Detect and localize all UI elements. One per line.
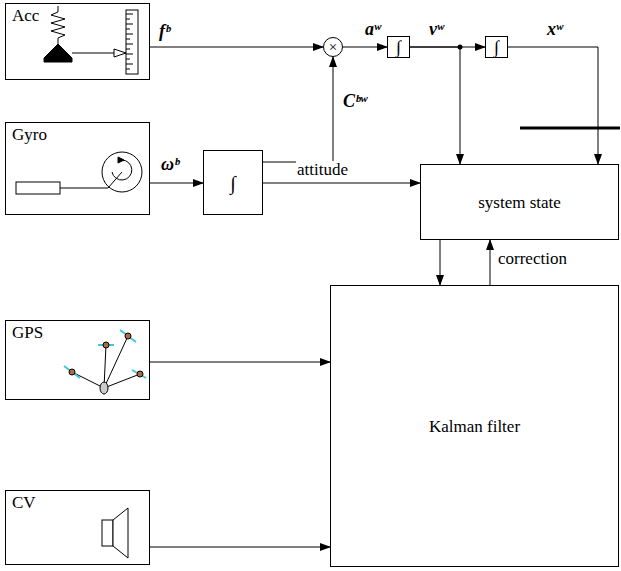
node-label: Acc (12, 6, 39, 26)
signal-label: attitude (296, 161, 349, 180)
sensor-box: GPS (5, 320, 150, 400)
signal-arrow (263, 57, 333, 162)
state-box: system state (420, 164, 619, 240)
integrator-box: ∫ (485, 36, 508, 58)
node-label: ∫ (396, 38, 401, 56)
node-label: × (329, 40, 337, 55)
signal-arrow (343, 47, 387, 48)
node-label: CV (12, 493, 36, 513)
signal-arrow (263, 183, 420, 184)
sensor-box: CV (5, 490, 150, 565)
multiply-node: × (323, 37, 343, 57)
node-label: ∫ (230, 173, 235, 193)
junction-dot (458, 45, 463, 50)
node-label: Kalman filter (429, 418, 520, 435)
node-label: Gyro (12, 125, 47, 145)
integrator-box: ∫ (203, 150, 263, 215)
gps-satellites (64, 330, 146, 394)
sensor-box: Gyro (5, 122, 150, 215)
integrator-box: ∫ (387, 36, 410, 58)
sensor-box: Acc (5, 3, 150, 80)
measurement-bar (520, 127, 620, 130)
signal-label: aʷ (364, 20, 382, 40)
signal-arrow (150, 183, 203, 184)
signal-label: xʷ (546, 20, 564, 40)
gyroscope-symbol (16, 152, 142, 194)
signal-arrow (150, 547, 330, 548)
node-label: system state (478, 194, 561, 211)
signal-arrow (490, 240, 491, 285)
accelerometer-symbol (44, 6, 138, 74)
signal-arrow (410, 47, 460, 164)
filter-box: Kalman filter (330, 285, 619, 567)
signal-arrow (508, 47, 598, 164)
signal-label: ωᵇ (160, 155, 180, 175)
signal-label: Cᵇʷ (342, 92, 368, 112)
signal-arrow (150, 362, 330, 363)
signal-arrow (150, 47, 323, 48)
signal-label: vʷ (428, 20, 445, 40)
signal-label: correction (497, 250, 568, 269)
signal-arrow (440, 240, 441, 285)
camera-symbol (102, 508, 128, 558)
signal-label: fᵇ (158, 22, 171, 42)
node-label: ∫ (494, 38, 499, 56)
node-label: GPS (12, 323, 43, 343)
